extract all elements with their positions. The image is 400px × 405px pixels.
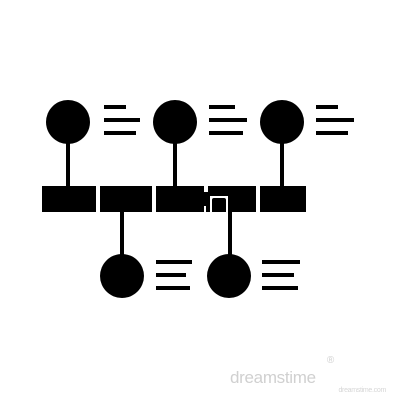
bar-gap (204, 192, 208, 206)
top-node-2 (153, 100, 247, 188)
watermark: ® dreamstime dreamstime.com (230, 356, 390, 395)
circle-node-icon (100, 254, 144, 298)
top-node-1 (46, 100, 140, 188)
text-lines-icon (209, 105, 247, 135)
timeline-segment (42, 186, 96, 212)
timeline-segment (100, 186, 152, 212)
text-lines-icon (262, 260, 300, 290)
top-node-3 (260, 100, 354, 188)
text-lines-icon (104, 105, 140, 135)
watermark-text: dreamstime (230, 368, 316, 387)
text-lines-icon (156, 260, 192, 290)
registered-mark: ® (326, 355, 334, 366)
circle-node-icon (207, 254, 251, 298)
node-connector (280, 142, 284, 188)
bracket-cutout (210, 196, 228, 212)
timeline-segment (260, 186, 306, 212)
node-connector (120, 210, 124, 258)
node-connector (206, 192, 232, 258)
bottom-node-1 (100, 210, 192, 298)
circle-node-icon (46, 100, 90, 144)
text-lines-icon (316, 105, 354, 135)
bottom-node-2 (206, 192, 300, 298)
node-connector (173, 142, 177, 188)
circle-node-icon (153, 100, 197, 144)
circle-node-icon (260, 100, 304, 144)
timeline-bar-icon (42, 186, 306, 212)
timeline-segment (156, 186, 204, 212)
watermark-url: dreamstime.com (338, 387, 386, 394)
node-connector (66, 142, 70, 188)
